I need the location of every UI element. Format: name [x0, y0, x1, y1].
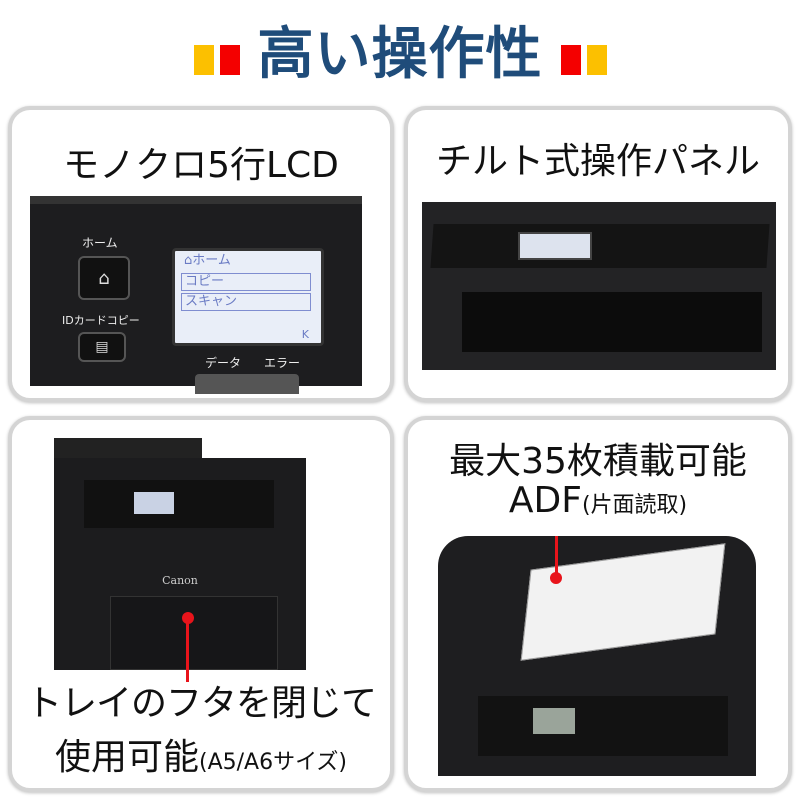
decor-square — [586, 45, 607, 75]
feature-card-tray: Canon トレイのフタを閉じて 使用可能(A5/A6サイズ) — [8, 416, 394, 792]
paper-exit — [195, 374, 299, 394]
home-icon: ⌂ — [98, 267, 110, 289]
caption-note: (片面読取) — [581, 493, 688, 518]
pointer-line — [555, 536, 558, 580]
document-stack — [520, 543, 726, 661]
lcd-line: スキャン — [181, 293, 311, 311]
lcd-screen — [533, 708, 575, 734]
card-caption-line2: ADF(片面読取) — [408, 480, 788, 521]
card-caption-line2: 使用可能(A5/A6サイズ) — [12, 736, 390, 785]
printer-photo: Canon — [54, 458, 306, 670]
adf-top — [54, 438, 202, 460]
decor-square — [193, 45, 214, 75]
control-panel-photo: ホーム ⌂ IDカードコピー ▤ ⌂ホーム コピー スキャン K データ エラー — [30, 196, 362, 394]
lcd-line: ⌂ホーム — [184, 253, 231, 268]
card-caption: モノクロ5行LCD — [63, 145, 339, 186]
paper-tray-cover — [110, 596, 278, 670]
id-copy-label: IDカードコピー — [62, 314, 140, 327]
control-panel — [478, 696, 728, 756]
lcd-screen: ⌂ホーム コピー スキャン K — [172, 248, 324, 346]
lcd-screen — [518, 232, 592, 260]
card-caption: チルト式操作パネル — [435, 141, 760, 182]
pointer-dot — [182, 612, 194, 624]
decor-square — [219, 45, 240, 75]
id-copy-button: ▤ — [78, 332, 126, 362]
header: 高い操作性 — [0, 14, 800, 87]
card-caption-line1: 最大35枚積載可能 — [449, 441, 747, 482]
brand-logo: Canon — [162, 574, 198, 587]
pointer-dot — [550, 572, 562, 584]
control-panel — [84, 480, 274, 528]
lcd-screen — [134, 492, 174, 514]
caption-main: ADF — [508, 480, 582, 521]
feature-card-tilt-panel: チルト式操作パネル — [404, 106, 792, 402]
home-label: ホーム — [82, 236, 118, 250]
pointer-line — [186, 620, 189, 682]
toner-indicator: K — [301, 328, 309, 341]
feature-card-lcd: モノクロ5行LCD ホーム ⌂ IDカードコピー ▤ ⌂ホーム コピー スキャン… — [8, 106, 394, 402]
tilt-panel-photo — [422, 202, 776, 370]
id-card-icon: ▤ — [95, 339, 109, 355]
decor-square — [560, 45, 581, 75]
error-led-label: エラー — [264, 356, 301, 370]
page-title: 高い操作性 — [257, 21, 543, 87]
lcd-line: コピー — [181, 273, 311, 291]
caption-note: (A5/A6サイズ) — [199, 750, 348, 775]
data-led-label: データ — [205, 356, 242, 370]
feature-card-adf: 最大35枚積載可能 ADF(片面読取) — [404, 416, 792, 792]
caption-main: 使用可能 — [54, 737, 199, 778]
printer-adf-photo — [438, 536, 756, 776]
paper-output-area — [462, 292, 762, 352]
home-button: ⌂ — [78, 256, 130, 300]
card-caption-line1: トレイのフタを閉じて — [25, 683, 377, 724]
tilted-panel — [430, 224, 770, 268]
